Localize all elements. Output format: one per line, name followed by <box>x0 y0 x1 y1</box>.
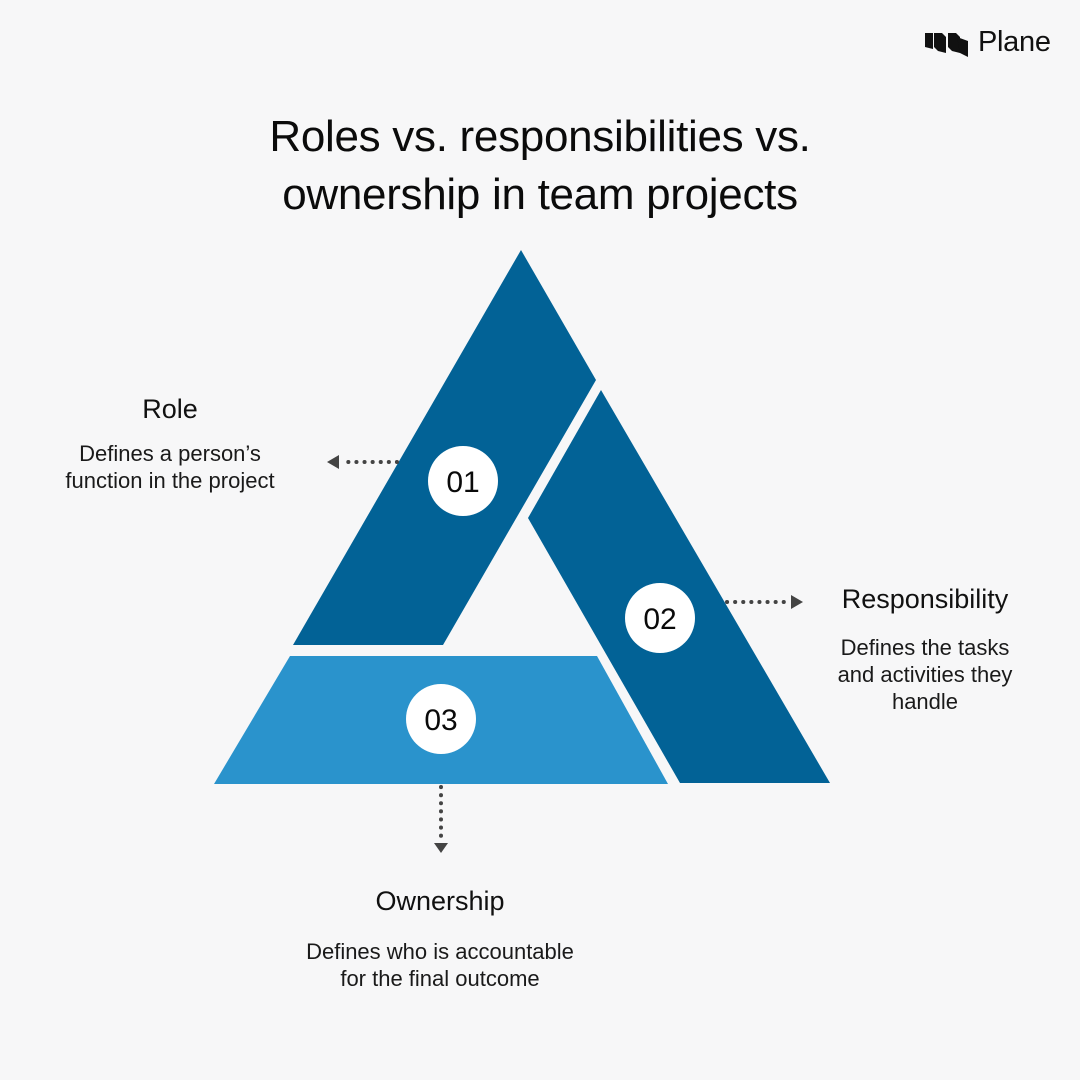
title-line-1: Roles vs. responsibilities vs. <box>269 112 811 161</box>
segment-01-shape <box>293 250 596 645</box>
page-title: Roles vs. responsibilities vs. ownership… <box>0 108 1080 224</box>
role-label-block: Role Defines a person’s function in the … <box>30 392 310 494</box>
responsibility-title: Responsibility <box>841 584 1009 614</box>
responsibility-desc-line: and activities they <box>837 662 1013 687</box>
responsibility-desc-line: Defines the tasks <box>840 635 1010 660</box>
role-desc-line: function in the project <box>65 468 275 493</box>
ownership-description: Defines who is accountable for the final… <box>270 938 610 992</box>
responsibility-description: Defines the tasks and activities they ha… <box>810 634 1040 715</box>
role-desc-line: Defines a person’s <box>79 441 261 466</box>
badge-02-number: 02 <box>643 603 676 636</box>
responsibility-label-block: Responsibility Defines the tasks and act… <box>810 582 1040 715</box>
badge-03: 03 <box>406 684 476 754</box>
ownership-desc-line: for the final outcome <box>340 966 540 991</box>
segment-02-shape <box>528 390 830 783</box>
arrow-left-icon <box>327 455 399 469</box>
arrow-down-icon <box>434 785 448 853</box>
ownership-desc-line: Defines who is accountable <box>306 939 574 964</box>
role-description: Defines a person’s function in the proje… <box>30 440 310 494</box>
responsibility-desc-line: handle <box>891 689 959 714</box>
ownership-title: Ownership <box>375 886 505 916</box>
brand-logo: Plane <box>924 26 1051 59</box>
brand-name: Plane <box>978 26 1051 58</box>
role-title: Role <box>142 394 198 424</box>
ownership-label-block: Ownership Defines who is accountable for… <box>270 884 610 992</box>
badge-01-number: 01 <box>446 466 479 499</box>
badge-03-number: 03 <box>424 704 457 737</box>
title-line-2: ownership in team projects <box>282 170 798 219</box>
arrow-right-icon <box>725 595 803 609</box>
badge-02: 02 <box>625 583 695 653</box>
badge-01: 01 <box>428 446 498 516</box>
plane-logo-icon <box>925 32 968 57</box>
